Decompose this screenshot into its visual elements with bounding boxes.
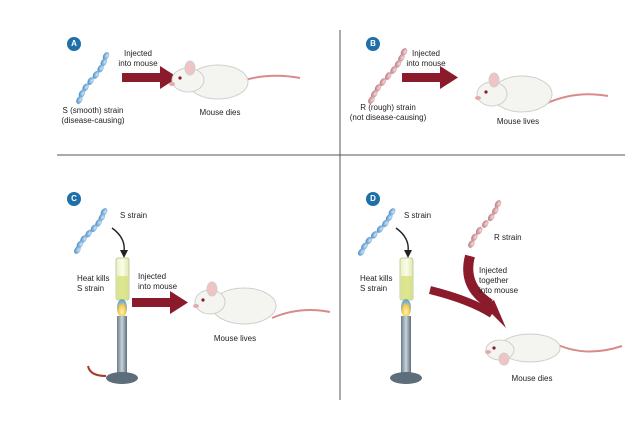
panel-d-arrow-label-line1: Injected xyxy=(479,266,508,275)
panel-d-heat-line2: S strain xyxy=(360,284,388,293)
s-strain-cell xyxy=(90,224,98,233)
r-strain-chain-b xyxy=(368,48,408,104)
r-strain-cell xyxy=(400,48,408,56)
test-tube-d xyxy=(399,257,414,301)
heat-arrow-d xyxy=(395,227,409,253)
panel-a-strain-line1: S (smooth) strain xyxy=(62,106,124,115)
bunsen-burner-d xyxy=(390,299,422,384)
mouse-a xyxy=(169,60,301,100)
panel-d-arrow-label-line3: into mouse xyxy=(479,286,519,295)
panel-c-arrow-label: Injected into mouse xyxy=(138,272,198,292)
s-strain-cell xyxy=(358,248,365,256)
panel-d-s-strain-label: S strain xyxy=(404,211,432,220)
s-strain-cell xyxy=(388,208,396,216)
flame-d xyxy=(401,299,411,317)
s-strain-chain-a xyxy=(76,52,110,104)
s-strain-cell xyxy=(85,229,92,238)
panel-b-arrow-label-line2: into mouse xyxy=(406,59,446,68)
s-strain-cell xyxy=(385,213,393,222)
s-strain-cell xyxy=(92,71,100,79)
panel-a-outcome: Mouse dies xyxy=(199,108,241,117)
panel-b-arrow-label: Injected into mouse xyxy=(396,49,456,69)
panel-b-strain-line1: R (rough) strain xyxy=(360,103,416,112)
s-strain-cell xyxy=(102,52,110,60)
s-strain-cell xyxy=(100,58,108,67)
panel-b-strain-label: R (rough) strain (not disease-causing) xyxy=(340,103,436,123)
s-strain-cell xyxy=(78,89,86,98)
panel-b-arrow-label-line1: Injected xyxy=(411,49,441,58)
mouse-d xyxy=(485,333,623,366)
panel-d-arrow-label: Injected together into mouse xyxy=(479,266,539,296)
s-strain-cell xyxy=(97,64,104,73)
injection-arrow-a xyxy=(122,66,178,89)
panel-c-arrow-label-line2: into mouse xyxy=(138,282,178,291)
s-strain-cell xyxy=(370,231,378,239)
s-strain-cell xyxy=(87,77,94,85)
panel-c-badge: C xyxy=(67,192,81,206)
r-strain-cell xyxy=(379,78,387,86)
panel-d-r-strain-label: R strain xyxy=(494,233,522,242)
r-strain-cell xyxy=(494,200,502,208)
r-strain-cell xyxy=(398,54,405,62)
mouse-c xyxy=(193,281,331,325)
combined-injection-arrow-d xyxy=(429,254,506,328)
r-strain-cell xyxy=(390,66,397,74)
injection-arrow-c xyxy=(132,291,188,314)
r-strain-chain-d xyxy=(468,200,502,248)
s-strain-cell xyxy=(365,236,373,245)
panel-d-badge: D xyxy=(366,192,380,206)
r-strain-cell xyxy=(374,84,382,92)
panel-b-strain-line2: (not disease-causing) xyxy=(349,113,427,122)
panel-d-outcome: Mouse dies xyxy=(511,374,553,383)
s-strain-chain-d xyxy=(358,208,396,256)
panel-d-heat-label: Heat kills S strain xyxy=(360,274,420,294)
panel-a-strain-label: S (smooth) strain (disease-causing) xyxy=(48,106,138,126)
s-strain-cell xyxy=(376,225,384,233)
s-strain-cell xyxy=(76,96,83,104)
r-strain-cell xyxy=(385,72,392,80)
flame-c xyxy=(117,299,127,317)
panel-d-heat-line1: Heat kills xyxy=(360,274,393,283)
heat-arrow-c xyxy=(111,227,125,253)
bunsen-burner-c xyxy=(87,299,138,384)
panel-a-arrow-label-line2: into mouse xyxy=(118,59,158,68)
panel-a-arrow-label-line1: Injected xyxy=(123,49,153,58)
panel-c-outcome: Mouse lives xyxy=(213,334,257,343)
panel-c-heat-line1: Heat kills xyxy=(77,274,110,283)
mouse-b xyxy=(475,72,609,113)
s-strain-cell xyxy=(74,246,81,254)
panel-c-heat-line2: S strain xyxy=(77,284,105,293)
injection-arrow-b xyxy=(402,66,458,89)
s-strain-cell xyxy=(382,219,389,228)
panel-a-arrow-label: Injected into mouse xyxy=(108,49,168,69)
r-strain-cell xyxy=(471,233,478,242)
r-strain-cell xyxy=(371,90,378,98)
s-strain-cell xyxy=(361,242,368,251)
panel-b-outcome: Mouse lives xyxy=(496,117,540,126)
r-strain-cell xyxy=(487,213,495,222)
r-strain-cell xyxy=(492,206,499,215)
panel-c-heat-label: Heat kills S strain xyxy=(77,274,137,294)
r-strain-cell xyxy=(482,220,489,228)
s-strain-cell xyxy=(82,83,89,92)
panel-a-strain-line2: (disease-causing) xyxy=(61,116,125,125)
panel-d-arrow-label-line2: together xyxy=(479,276,509,285)
r-strain-cell xyxy=(475,226,483,235)
panel-a-badge: A xyxy=(67,37,81,51)
r-strain-cell xyxy=(468,240,475,248)
s-strain-cell xyxy=(95,219,102,227)
panel-c-arrow-label-line1: Injected xyxy=(138,272,167,281)
panel-c-strain-label: S strain xyxy=(120,211,148,220)
r-strain-cell xyxy=(368,96,375,104)
panel-b-badge: B xyxy=(366,37,380,51)
r-strain-cell xyxy=(394,60,402,68)
s-strain-chain-c xyxy=(74,208,108,254)
